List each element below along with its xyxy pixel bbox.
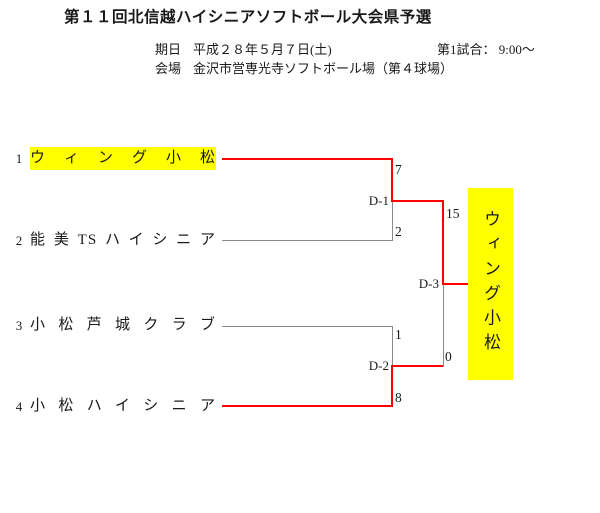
bracket-connector-d3-win [442,200,444,285]
team-name-winner: ウィング小松 [30,147,216,170]
team-row: 2 能美TSハイシニア [12,229,216,252]
score-d1-top: 7 [395,162,402,177]
team-seed: 3 [15,318,23,333]
bracket-connector-d2-lose [391,326,393,366]
bracket-line-team2 [222,240,393,242]
score-d3-top: 15 [446,206,460,221]
match-label-d3: D-3 [418,276,439,291]
bracket-connector-d1-win [391,158,393,202]
bracket-feed-d2 [391,365,444,367]
date-value: 平成２８年５月７日(土) [193,42,332,57]
team-name: 小松芦城クラブ [30,317,216,333]
team-row: 3 小松芦城クラブ [12,314,216,337]
score-d1-bottom: 2 [395,224,402,239]
match-label-d2: D-2 [368,358,389,373]
bracket-feed-d1 [391,200,444,202]
champion-name: ウィング小松 [481,210,500,358]
venue-label: 会場 [155,61,182,76]
first-game-time: 第1試合： 9:00～ [437,42,535,57]
bracket-line-team1 [222,158,393,160]
bracket-connector-d1-lose [391,200,393,241]
bracket-feed-champion [442,283,468,285]
score-d2-top: 1 [395,327,402,342]
score-d3-bottom: 0 [445,349,452,364]
bracket-line-team3 [222,326,393,328]
team-row: 1 ウィング小松 [12,147,216,170]
bracket-line-team4 [222,405,393,407]
page-title: 第１１回北信越ハイシニアソフトボール大会県予選 [64,9,432,26]
bracket-connector-d3-lose [442,283,444,367]
date-label: 期日 [155,42,182,57]
score-d2-bottom: 8 [395,390,402,405]
team-name: 小松ハイシニア [30,398,216,414]
team-seed: 2 [15,233,23,248]
team-name: 能美TSハイシニア [30,232,216,248]
venue-value: 金沢市営専光寺ソフトボール場（第４球場） [193,61,454,76]
team-seed: 4 [15,399,23,414]
team-seed: 1 [15,151,23,166]
match-label-d1: D-1 [368,193,389,208]
team-row: 4 小松ハイシニア [12,395,216,418]
bracket-connector-d2-win [391,365,393,407]
champion-box: ウィング小松 [468,188,513,380]
